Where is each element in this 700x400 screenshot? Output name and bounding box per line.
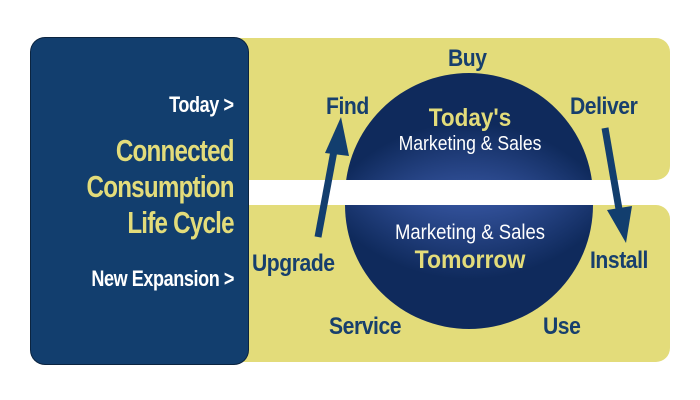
globe-today-heading: Today's — [428, 104, 512, 132]
arrow-down-icon — [601, 127, 632, 243]
globe-today-subheading: Marketing & Sales — [398, 133, 542, 155]
title-line-3: Life Cycle — [127, 205, 235, 240]
step-install: Install — [590, 247, 648, 274]
step-deliver: Deliver — [570, 93, 638, 120]
step-buy: Buy — [448, 45, 487, 72]
globe-bottom-half — [345, 205, 593, 329]
arrow-up-icon — [314, 117, 349, 238]
globe-tomorrow-subheading: Marketing & Sales — [395, 221, 545, 244]
left-panel: Today > Connected Consumption Life Cycle… — [31, 38, 248, 364]
step-find: Find — [326, 93, 369, 120]
title-line-2: Consumption — [86, 169, 235, 204]
globe-today-section: Today's Marketing & Sales — [345, 104, 595, 156]
globe-tomorrow-section: Marketing & Sales Tomorrow — [345, 220, 595, 274]
globe-top-half — [346, 73, 592, 180]
today-label: Today > — [169, 92, 235, 117]
new-expansion-label: New Expansion > — [91, 266, 234, 291]
title-line-1: Connected — [116, 133, 235, 168]
diagram-title: Connected Consumption Life Cycle — [86, 133, 235, 241]
globe-tomorrow-heading: Tomorrow — [414, 246, 526, 274]
step-service: Service — [329, 313, 402, 340]
step-upgrade: Upgrade — [252, 250, 335, 277]
step-use: Use — [543, 313, 581, 340]
